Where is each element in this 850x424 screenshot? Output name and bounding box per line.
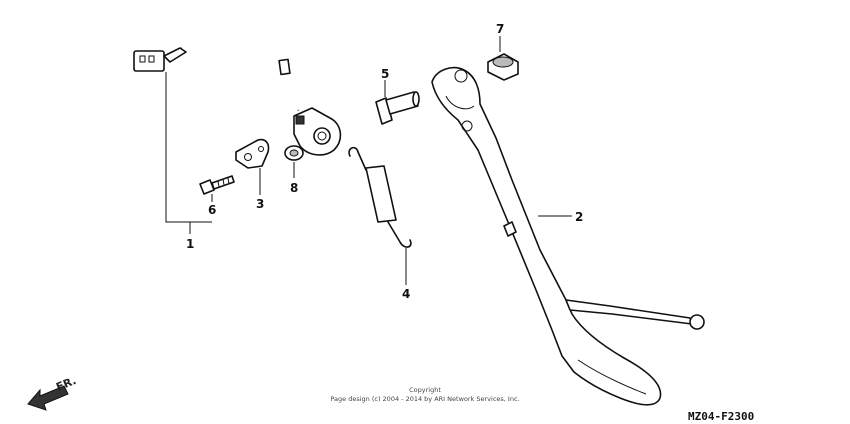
callout-8: 8 bbox=[290, 181, 298, 195]
spring-coils bbox=[365, 165, 397, 223]
side-stand-switch-harness[interactable] bbox=[133, 8, 342, 234]
diagram-code: MZ04-F2300 bbox=[688, 410, 754, 423]
callout-5: 5 bbox=[381, 67, 389, 81]
washer[interactable] bbox=[284, 145, 304, 178]
connector-plug bbox=[133, 47, 187, 72]
lock-nut[interactable] bbox=[487, 36, 519, 81]
copyright-title: Copyright bbox=[409, 386, 441, 394]
callout-3: 3 bbox=[256, 197, 264, 211]
pivot-bolt[interactable] bbox=[375, 80, 420, 125]
direction-label: FR. bbox=[54, 374, 78, 394]
callout-1: 1 bbox=[186, 237, 194, 251]
callout-6: 6 bbox=[208, 203, 216, 217]
callout-7: 7 bbox=[496, 22, 504, 36]
side-stand[interactable] bbox=[431, 66, 705, 406]
switch-body bbox=[293, 107, 342, 156]
switch-bracket[interactable] bbox=[235, 138, 270, 195]
callout-2: 2 bbox=[575, 210, 583, 224]
mounting-screw[interactable] bbox=[199, 175, 235, 202]
callout-4: 4 bbox=[402, 287, 410, 301]
side-stand-spring[interactable] bbox=[348, 146, 412, 285]
copyright-notice: Page design (c) 2004 - 2014 by ARI Netwo… bbox=[330, 395, 519, 403]
front-direction-arrow: FR. bbox=[27, 374, 78, 411]
